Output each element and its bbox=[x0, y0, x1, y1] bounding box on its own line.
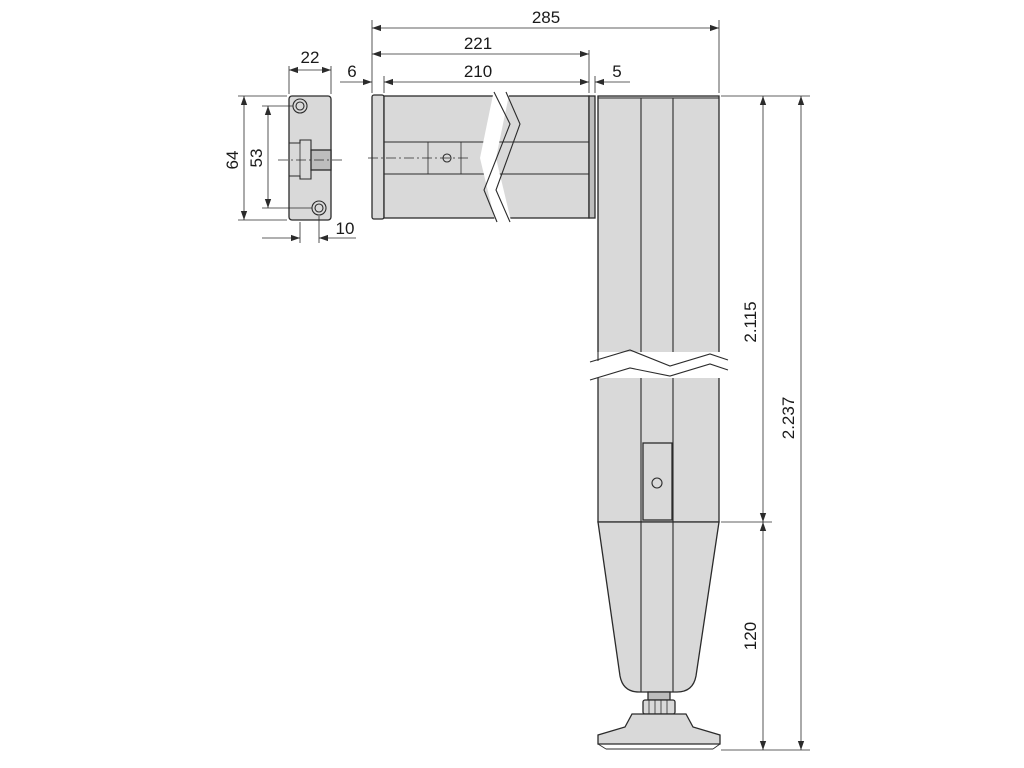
bracket-dimensions: 22 64 53 10 bbox=[223, 48, 356, 243]
vertical-leg bbox=[589, 95, 730, 750]
dim-bracket-offset: 10 bbox=[336, 219, 355, 238]
arm-dimensions: 285 221 210 6 5 bbox=[340, 8, 720, 93]
dim-leg-height: 2.115 bbox=[741, 301, 760, 342]
dim-bracket-width: 22 bbox=[301, 48, 320, 67]
dim-hole-spacing: 53 bbox=[247, 149, 266, 168]
dim-total-height: 2.237 bbox=[779, 397, 798, 440]
dim-overall-width: 285 bbox=[532, 8, 560, 27]
dim-gap: 5 bbox=[612, 62, 621, 81]
dim-arm-length: 221 bbox=[464, 34, 492, 53]
dim-arm-inner: 210 bbox=[464, 62, 492, 81]
dim-bracket-height: 64 bbox=[223, 151, 242, 170]
horizontal-arm bbox=[368, 90, 596, 225]
mounting-bracket-side-view bbox=[278, 95, 345, 221]
leg-dimensions: 2.115 120 2.237 bbox=[721, 95, 810, 751]
dim-end-cap: 6 bbox=[347, 62, 356, 81]
dim-foot-height: 120 bbox=[741, 622, 760, 650]
